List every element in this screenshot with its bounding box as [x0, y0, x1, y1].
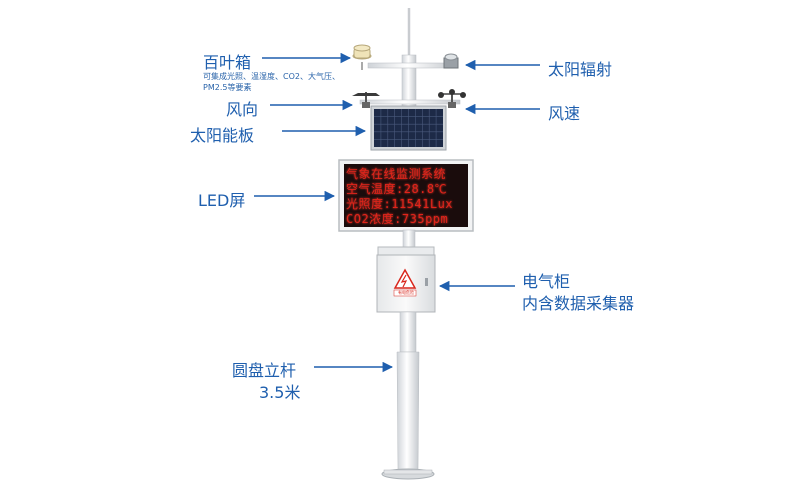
- label-solar-panel: 太阳能板: [190, 126, 255, 145]
- cross-arm: [367, 62, 457, 69]
- wind-arm: [359, 99, 461, 105]
- label-pole-line2: 3.5米: [259, 383, 301, 402]
- label-cabinet-line2: 内含数据采集器: [522, 294, 635, 313]
- warning-triangle-icon: [393, 268, 417, 289]
- led-screen: [338, 159, 474, 232]
- solar-panel: [370, 105, 447, 151]
- led-line-3: 光照度:11541Lux: [346, 197, 454, 211]
- electric-cabinet: [376, 246, 436, 313]
- led-line-4: CO2浓度:735ppm: [346, 212, 449, 226]
- wind-vane: [352, 92, 380, 108]
- led-line-1: 气象在线监测系统: [346, 167, 447, 181]
- label-solar-radiation: 太阳辐射: [548, 60, 613, 79]
- label-led-screen: LED屏: [198, 191, 246, 210]
- cabinet-warning-text: 有电危险: [398, 290, 414, 295]
- lower-pole-upper: [399, 311, 417, 353]
- louver-box: [352, 44, 372, 70]
- label-wind-direction: 风向: [226, 100, 259, 119]
- anemometer: [438, 89, 466, 108]
- label-pole-line1: 圆盘立杆: [232, 361, 297, 380]
- led-line-2: 空气温度:28.8℃: [346, 182, 448, 196]
- label-louver-box: 百叶箱: [203, 53, 252, 72]
- label-cabinet-line1: 电气柜: [522, 272, 571, 291]
- label-louver-box-desc: 可集成光照、温湿度、CO2、大气压、PM2.5等要素: [203, 72, 340, 92]
- lower-pole: [396, 351, 420, 471]
- label-wind-speed: 风速: [548, 104, 581, 123]
- radiation-sensor: [443, 53, 459, 69]
